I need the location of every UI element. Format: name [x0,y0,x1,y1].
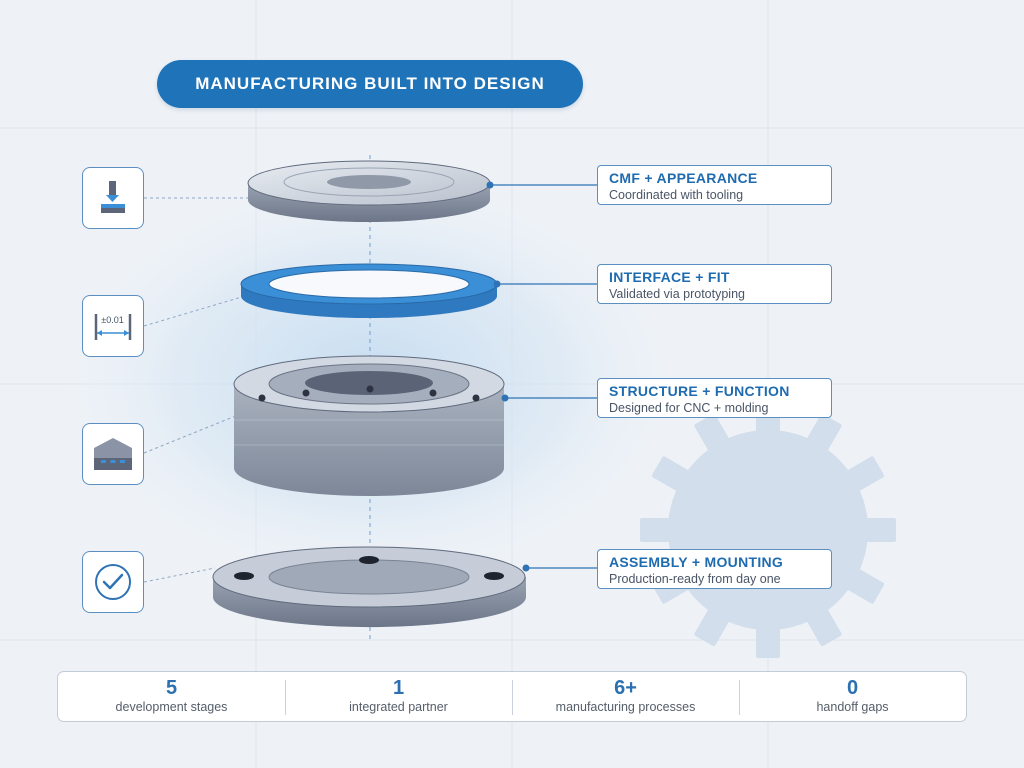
stat-value: 1 [392,677,405,699]
stat-handoff-gaps: 0 handoff gaps [739,672,966,721]
label-title: INTERFACE + FIT [609,269,730,285]
label-assembly-mounting: ASSEMBLY + MOUNTING Production-ready fro… [597,549,832,589]
tolerance-label: ±0.01 [101,315,124,325]
mounting-base-plate [212,546,526,628]
check-icon-box [82,551,144,613]
label-subtitle: Validated via prototyping [609,287,745,301]
label-subtitle: Coordinated with tooling [609,188,744,202]
label-subtitle: Production-ready from day one [609,572,781,586]
label-title: STRUCTURE + FUNCTION [609,383,790,399]
label-interface-fit: INTERFACE + FIT Validated via prototypin… [597,264,832,304]
page-title: MANUFACTURING BUILT INTO DESIGN [157,60,583,108]
stats-bar: 5 development stages 1 integrated partne… [57,671,967,722]
main-housing [233,355,505,496]
label-title: ASSEMBLY + MOUNTING [609,554,784,570]
tolerance-icon-box: ±0.01 [82,295,144,357]
press-icon [101,181,125,213]
check-icon [95,564,131,600]
stat-value: 6+ [614,677,637,699]
gear-watermark [640,402,896,658]
connector-dots [486,181,530,572]
interface-ring [240,263,498,318]
stat-integrated-partner: 1 integrated partner [285,672,512,721]
label-cmf-appearance: CMF + APPEARANCE Coordinated with toolin… [597,165,832,205]
stat-value: 5 [165,677,178,699]
stat-manufacturing-processes: 6+ manufacturing processes [512,672,739,721]
mold-icon-box [82,423,144,485]
stat-label: development stages [115,700,228,714]
caliper-icon [94,314,132,340]
label-title: CMF + APPEARANCE [609,170,758,186]
label-subtitle: Designed for CNC + molding [609,401,769,415]
stat-development-stages: 5 development stages [58,672,285,721]
label-connectors [490,184,597,569]
mold-icon [94,438,132,470]
press-icon-box [82,167,144,229]
stat-label: manufacturing processes [555,700,696,714]
stat-label: integrated partner [349,700,448,714]
label-structure-function: STRUCTURE + FUNCTION Designed for CNC + … [597,378,832,418]
icon-leader-lines [143,197,250,583]
stat-value: 0 [846,677,859,699]
stat-label: handoff gaps [816,700,889,714]
top-cover-disc [247,160,491,222]
